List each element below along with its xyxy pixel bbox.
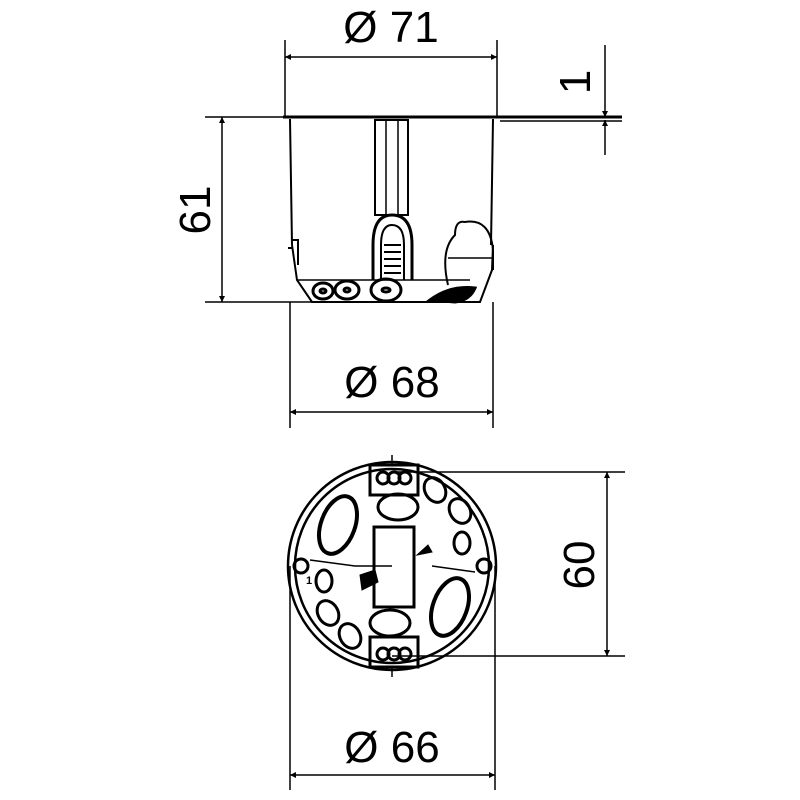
- dim-label-mount-spacing: 60: [555, 541, 604, 590]
- cable-clamp: [371, 213, 414, 280]
- knockout-tab: [444, 220, 494, 286]
- cable-entries: [311, 277, 478, 304]
- dim-label-bottom-diameter: Ø 66: [344, 723, 439, 772]
- center-rib-top: [372, 525, 416, 609]
- dim-label-top-diameter: Ø 71: [343, 3, 438, 52]
- top-view: 1: [286, 455, 625, 790]
- part-marking: 1: [306, 575, 312, 587]
- side-view: [205, 40, 622, 428]
- screw-hole-right: [475, 557, 493, 575]
- dim-label-height: 61: [171, 186, 220, 235]
- screw-hole-left: [292, 557, 310, 575]
- dim-label-body-diameter: Ø 68: [344, 358, 439, 407]
- box-body-outline: [289, 118, 494, 246]
- center-rib: [374, 119, 409, 216]
- dim-label-flange-thickness: 1: [551, 70, 600, 94]
